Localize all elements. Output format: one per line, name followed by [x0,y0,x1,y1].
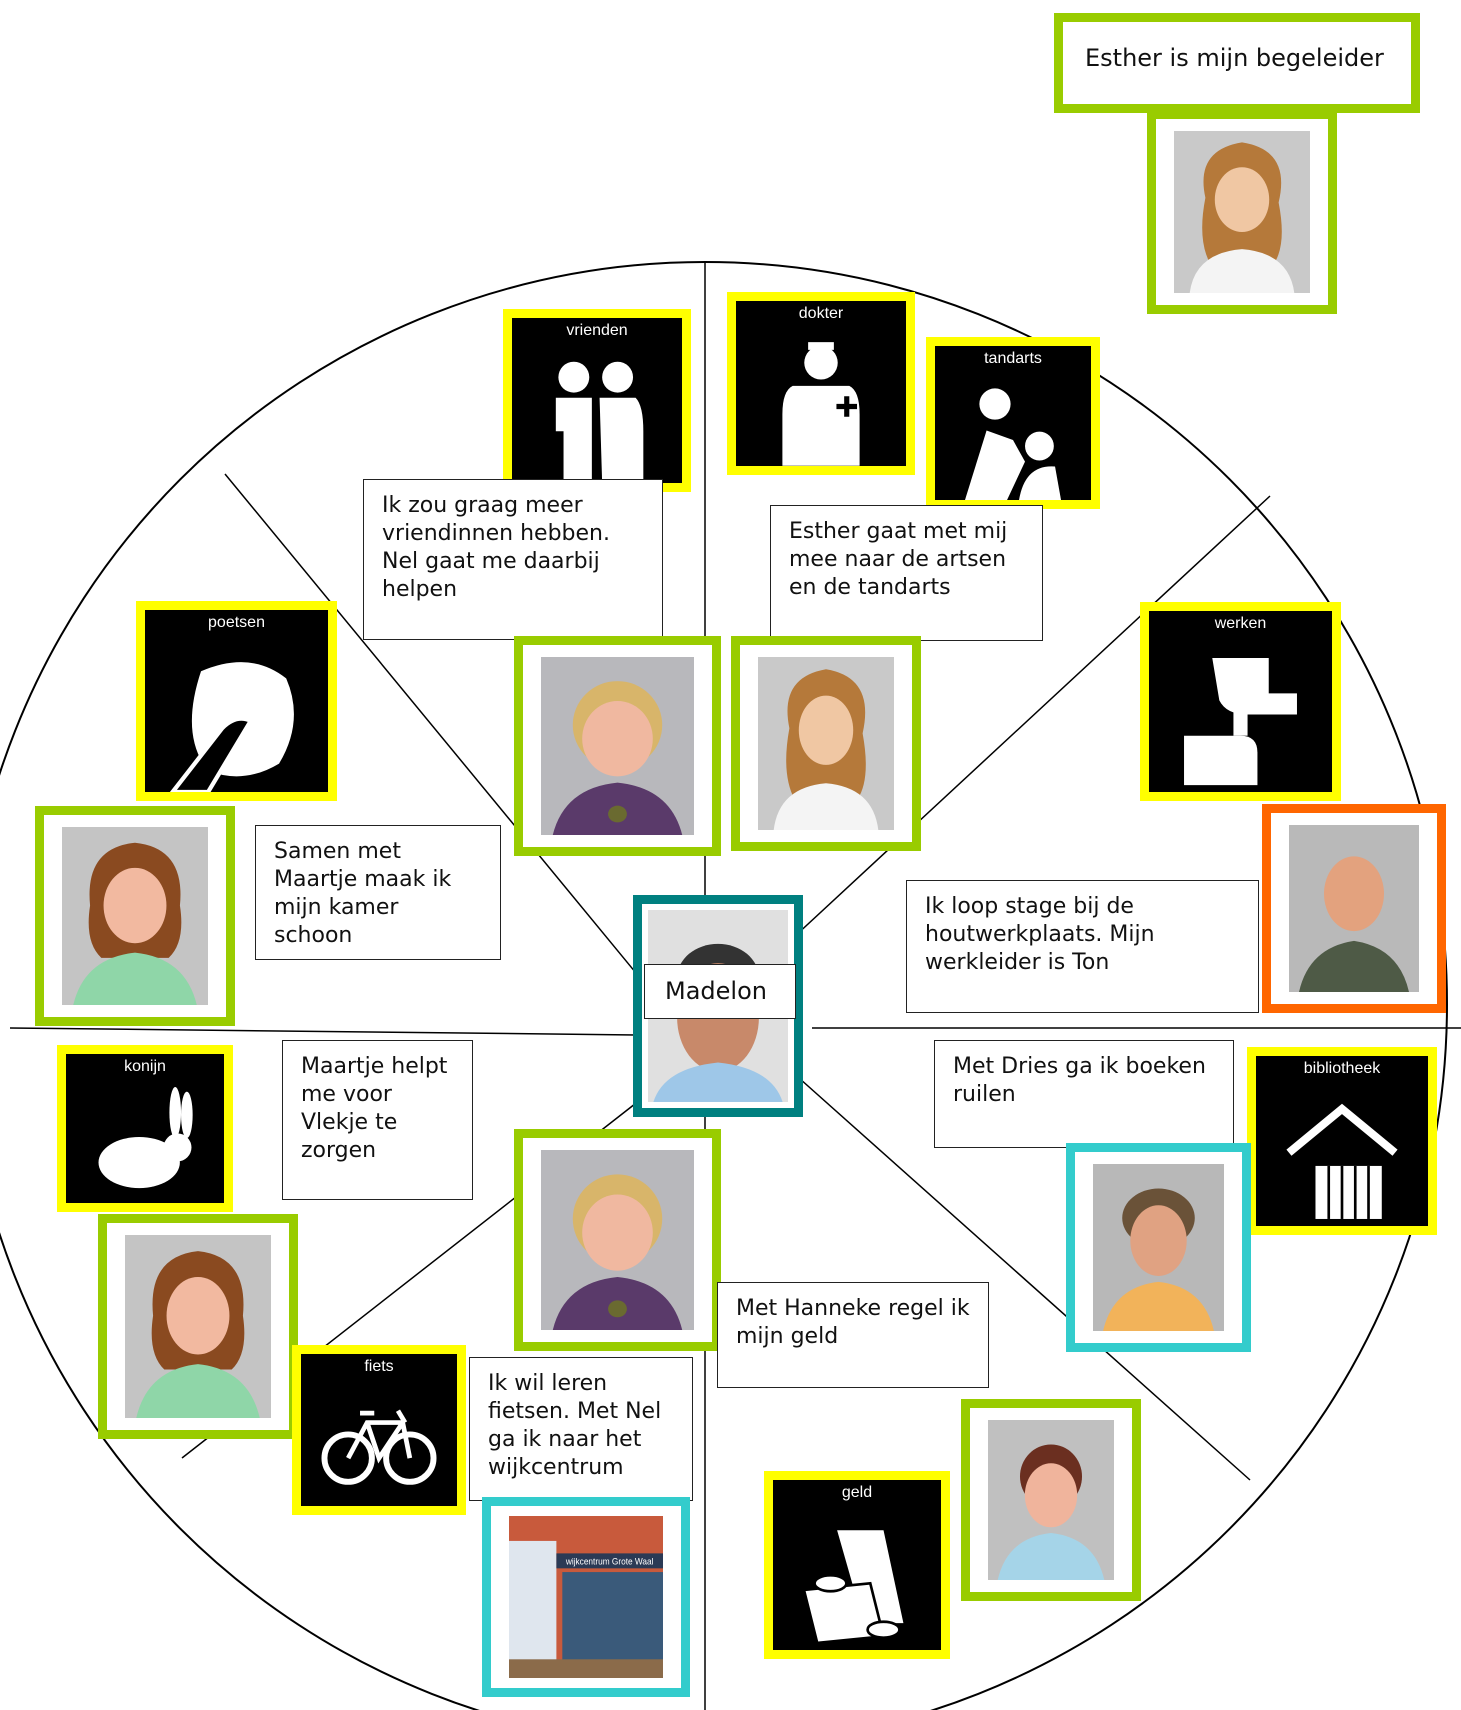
photo-maartje-upper [35,806,235,1026]
portrait-woman-short-blonde [541,1150,694,1330]
portrait-woman-curly [758,657,894,830]
center-name-label: Madelon [644,964,796,1019]
doctor-icon [782,342,860,466]
photo-dries [1066,1143,1251,1352]
friends-icon [555,362,644,483]
note-rabbit: Maartje helpt me voor Vlekje te zorgen [282,1040,473,1200]
picto-work: werken [1140,602,1341,801]
photo-ton [1262,804,1446,1013]
picto-label: dokter [798,305,844,322]
note-money: Met Hanneke regel ik mijn geld [717,1282,989,1388]
bicycle-icon [321,1409,437,1486]
portrait-woman-brown-hair [125,1235,271,1418]
picto-label: vrienden [566,322,628,339]
note-cycling: Ik wil leren fietsen. Met Nel ga ik naar… [469,1357,693,1501]
picto-bicycle: fiets [292,1345,466,1515]
portrait-man-bald [1289,825,1419,992]
picto-label: tandarts [984,350,1042,367]
money-icon [802,1530,904,1645]
note-cleaning: Samen met Maartje maak ik mijn kamer sch… [255,825,501,960]
picto-friends: vrienden [503,309,691,492]
note-doctors: Esther gaat met mij mee naar de artsen e… [770,505,1043,641]
photo-wijkcentrum: wijkcentrum Grote Waal [482,1497,690,1697]
picto-doctor: dokter [727,292,915,475]
picto-label: bibliotheek [1303,1060,1381,1077]
photo-hanneke [961,1399,1141,1601]
portrait-woman-curly [1174,131,1310,293]
caregiver-label: Esther is mijn begeleider [1054,13,1420,113]
picto-dentist: tandarts [926,337,1100,509]
library-icon [1286,1104,1398,1220]
portrait-woman-short-dark [988,1420,1114,1580]
dentist-icon [964,388,1062,500]
note-friends: Ik zou graag meer vriendinnen hebben. Ne… [363,479,663,640]
picto-library: bibliotheek [1247,1047,1437,1235]
photo-esther-middle [731,636,921,851]
photo-nel-upper [514,636,721,856]
picto-label: konijn [124,1058,166,1075]
rabbit-icon [98,1086,193,1188]
portrait-man-curly [1093,1164,1224,1331]
picto-label: poetsen [208,614,265,631]
cleaning-hand-icon [169,662,294,792]
note-work: Ik loop stage bij de houtwerkplaats. Mij… [906,880,1259,1013]
building-photo: wijkcentrum Grote Waal [509,1516,663,1678]
work-hands-icon [1184,657,1297,785]
picto-rabbit: konijn [57,1045,233,1212]
photo-esther-top [1147,110,1337,314]
photo-nel-lower [514,1129,721,1351]
photo-maartje-lower [98,1214,298,1439]
picto-label: geld [841,1484,873,1501]
portrait-woman-short-blonde [541,657,694,835]
picto-label: werken [1214,615,1267,632]
building-sign: wijkcentrum Grote Waal [565,1556,654,1566]
picto-money: geld [764,1471,950,1659]
picto-label: fiets [364,1358,394,1375]
portrait-woman-brown-hair [62,827,208,1005]
note-library: Met Dries ga ik boeken ruilen [934,1040,1234,1148]
picto-cleaning: poetsen [136,601,337,801]
